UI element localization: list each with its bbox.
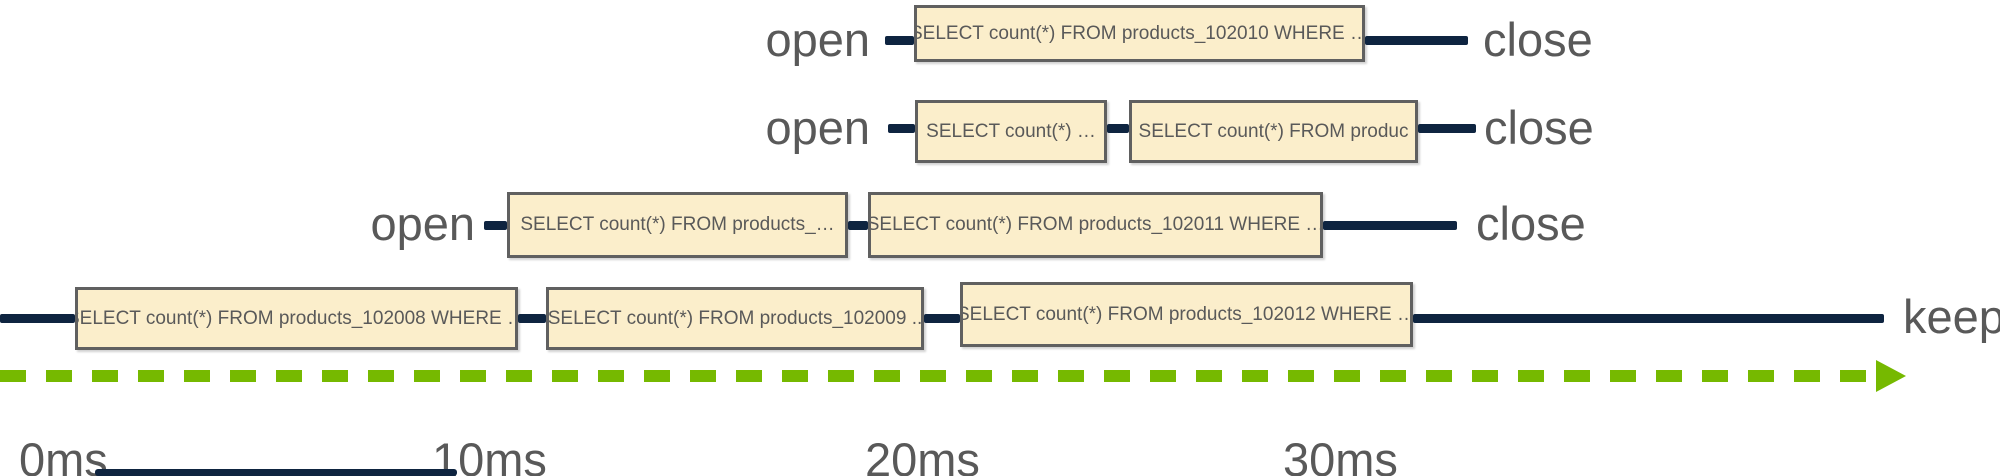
row2-line-end <box>1418 124 1476 133</box>
query-text: SELECT count(*) FROM products_… <box>520 214 835 235</box>
query-text: SELECT count(*) FROM products_102010 WHE… <box>914 22 1365 44</box>
query-box-products-102008: SELECT count(*) FROM products_102008 WHE… <box>75 287 518 350</box>
query-box-products-102009: SELECT count(*) FROM products_102009 .. <box>546 287 924 350</box>
query-box-count-short: SELECT count(*) … <box>915 100 1107 163</box>
row1-line-end <box>1365 36 1468 45</box>
query-box-products-102012: SELECT count(*) FROM products_102012 WHE… <box>960 282 1413 347</box>
query-text: SELECT count(*) FROM products_102009 .. <box>547 307 923 329</box>
row2-line-start <box>888 124 915 133</box>
tick-label-30ms: 30ms <box>1283 433 1398 476</box>
row1-line-start <box>885 36 914 45</box>
row2-line-connector <box>1107 124 1129 133</box>
row4-line-end <box>1413 314 1884 323</box>
row4-line-start <box>0 314 75 323</box>
query-box-products-102010: SELECT count(*) FROM products_102010 WHE… <box>914 5 1365 62</box>
row2-close-label: close <box>1484 101 1594 154</box>
row1-open-label: open <box>765 13 870 66</box>
query-text: SELECT count(*) FROM products_102011 WHE… <box>868 214 1323 235</box>
row4-keep-label: keep <box>1903 290 2000 343</box>
query-box-produc-truncated: SELECT count(*) FROM produc <box>1129 100 1418 163</box>
row3-line-end <box>1323 221 1457 230</box>
tick-label-20ms: 20ms <box>865 433 980 476</box>
row3-open-label: open <box>370 197 475 250</box>
query-text: SELECT count(*) FROM products_102012 WHE… <box>960 303 1413 325</box>
time-axis-dashed-line <box>0 370 1878 382</box>
row3-line-connector <box>848 221 868 230</box>
row4-line-connector-1 <box>518 314 546 323</box>
query-text: SELECT count(*) FROM products_102008 WHE… <box>75 307 518 329</box>
query-text: SELECT count(*) … <box>926 120 1096 142</box>
tick-label-10ms: 10ms <box>432 433 547 476</box>
row1-close-label: close <box>1483 13 1593 66</box>
tick-label-0ms: 0ms <box>19 433 108 476</box>
query-text: SELECT count(*) FROM produc <box>1138 120 1409 142</box>
query-box-products-102011: SELECT count(*) FROM products_102011 WHE… <box>868 192 1323 258</box>
query-box-products-truncated: SELECT count(*) FROM products_… <box>507 192 848 258</box>
row3-line-start <box>484 221 507 230</box>
partial-timeline-bar <box>95 469 457 476</box>
time-axis-arrowhead-icon <box>1876 360 1906 392</box>
row3-close-label: close <box>1476 197 1586 250</box>
row2-open-label: open <box>765 101 870 154</box>
row4-line-connector-2 <box>924 314 960 323</box>
